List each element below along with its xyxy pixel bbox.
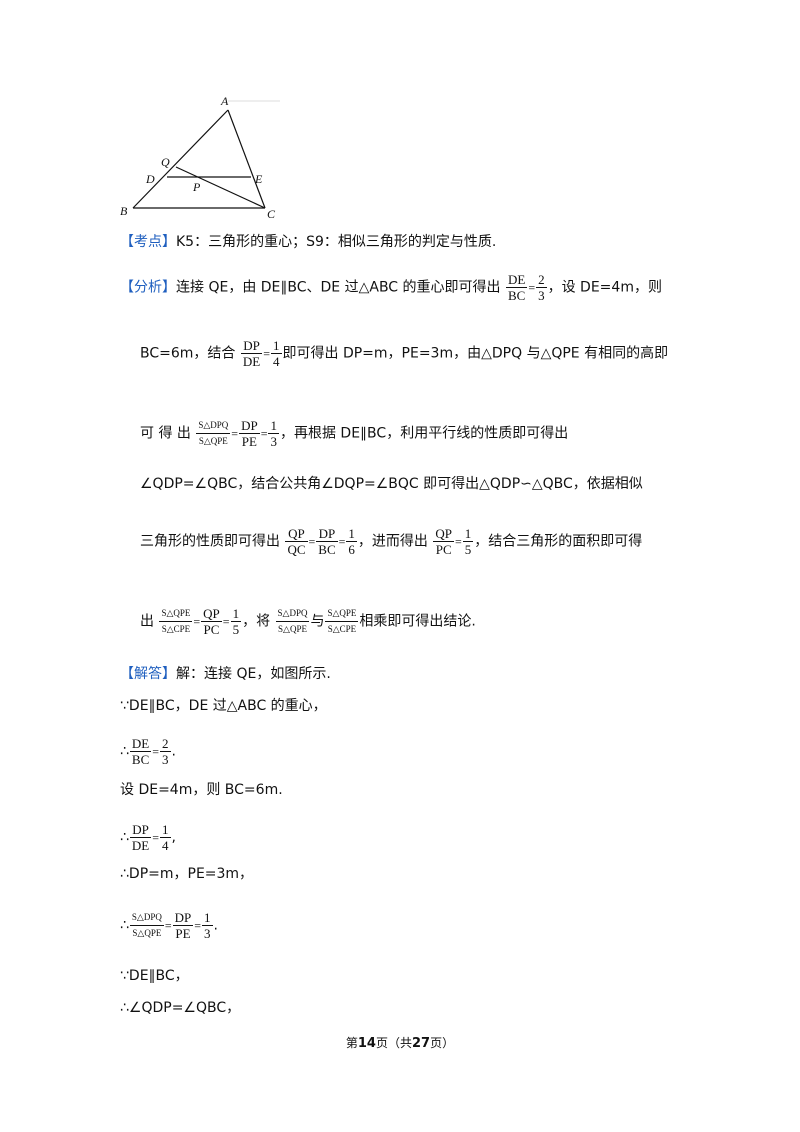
fenxi-text: ，将 xyxy=(242,613,271,630)
label-p: P xyxy=(192,180,201,194)
label-q: Q xyxy=(161,155,170,169)
label-e: E xyxy=(254,172,263,186)
label-a: A xyxy=(220,94,229,108)
jieda-line-1: 【解答】解：连接 QE，如图所示. xyxy=(120,664,331,684)
fenxi-text: ∠QDP=∠QBC，结合公共角∠DQP=∠BQC 即可得出△QDP∽△QBC，依… xyxy=(140,476,643,492)
fenxi-text: 与 xyxy=(310,613,325,630)
jieda-tag: 【解答】 xyxy=(120,666,176,682)
fenxi-text: ，进而得出 xyxy=(357,533,428,550)
jieda-line-6: ∴DP=m，PE=3m， xyxy=(120,864,253,884)
triangle-figure: A Q D E P B C xyxy=(120,94,280,221)
fenxi-text: 相乘即可得出结论. xyxy=(359,613,476,630)
segment-qc xyxy=(175,166,266,209)
fenxi-text: 连接 QE，由 DE∥BC、DE 过△ABC 的重心即可得出 xyxy=(176,279,501,296)
jieda-text: ∴∠QDP=∠QBC， xyxy=(120,1000,241,1016)
kaodian-text: K5：三角形的重心；S9：相似三角形的判定与性质. xyxy=(176,234,497,250)
fenxi-text: 三角形的性质即可得出 xyxy=(140,533,280,550)
fenxi-text: ，再根据 DE∥BC，利用平行线的性质即可得出 xyxy=(279,425,569,442)
kaodian-tag: 【考点】 xyxy=(120,234,176,250)
page-footer: 第14页（共27页） xyxy=(345,1036,455,1051)
jieda-line-2: ∵DE∥BC，DE 过△ABC 的重心， xyxy=(120,696,327,716)
jieda-text: ∵DE∥BC，DE 过△ABC 的重心， xyxy=(120,698,327,714)
jieda-text: 设 DE=4m，则 BC=6m. xyxy=(120,782,283,798)
fenxi-text: ，结合三角形的面积即可得 xyxy=(474,533,643,550)
current-page: 14 xyxy=(357,1036,376,1051)
fenxi-tag: 【分析】 xyxy=(120,279,176,296)
fenxi-text: ，设 DE=4m，则 xyxy=(547,279,662,296)
fenxi-text: 可 得 出 xyxy=(140,425,191,442)
jieda-text: ∴ xyxy=(120,743,129,760)
segment-ac xyxy=(227,109,266,209)
label-d: D xyxy=(145,172,155,186)
jieda-line-9: ∴∠QDP=∠QBC， xyxy=(120,998,240,1018)
jieda-text: ∴DP=m，PE=3m， xyxy=(120,866,254,882)
label-b: B xyxy=(120,204,128,218)
kaodian-line: 【考点】K5：三角形的重心；S9：相似三角形的判定与性质. xyxy=(120,232,496,252)
fenxi-text: 即可得出 DP=m，PE=3m，由△DPQ 与△QPE 有相同的高即 xyxy=(282,345,669,362)
fenxi-text: BC=6m，结合 xyxy=(140,345,236,362)
jieda-text: 解：连接 QE，如图所示. xyxy=(176,666,331,682)
jieda-line-8: ∵DE∥BC， xyxy=(120,966,189,986)
total-pages: 27 xyxy=(412,1036,431,1051)
jieda-text: ∵DE∥BC， xyxy=(120,968,189,984)
jieda-line-4: 设 DE=4m，则 BC=6m. xyxy=(120,780,283,800)
fenxi-text: 出 xyxy=(140,613,154,630)
label-c: C xyxy=(267,207,276,221)
fenxi-line-4: ∠QDP=∠QBC，结合公共角∠DQP=∠BQC 即可得出△QDP∽△QBC，依… xyxy=(140,474,643,494)
segment-ab xyxy=(132,109,229,209)
jieda-text: ∴ xyxy=(120,829,129,846)
jieda-text: ∴ xyxy=(120,917,129,934)
